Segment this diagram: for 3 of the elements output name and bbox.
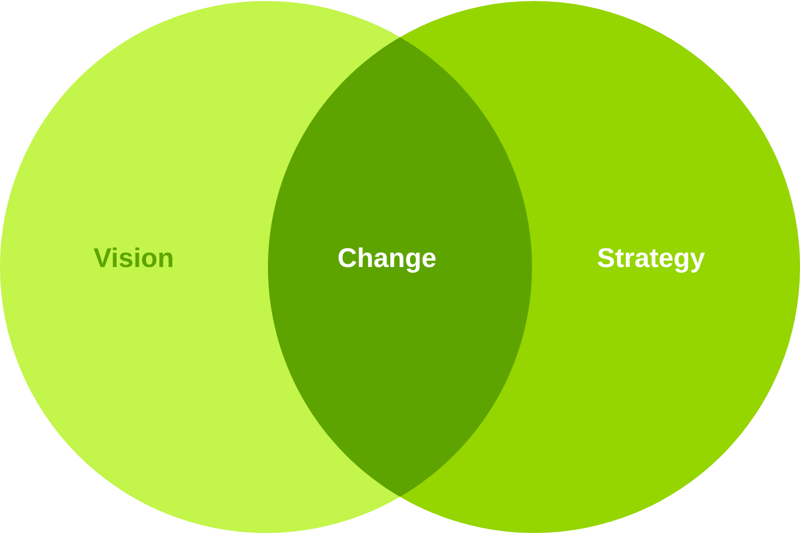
region-label: Change <box>338 242 437 274</box>
region-label: Strategy <box>597 242 706 274</box>
region-label: Vision <box>94 242 174 274</box>
